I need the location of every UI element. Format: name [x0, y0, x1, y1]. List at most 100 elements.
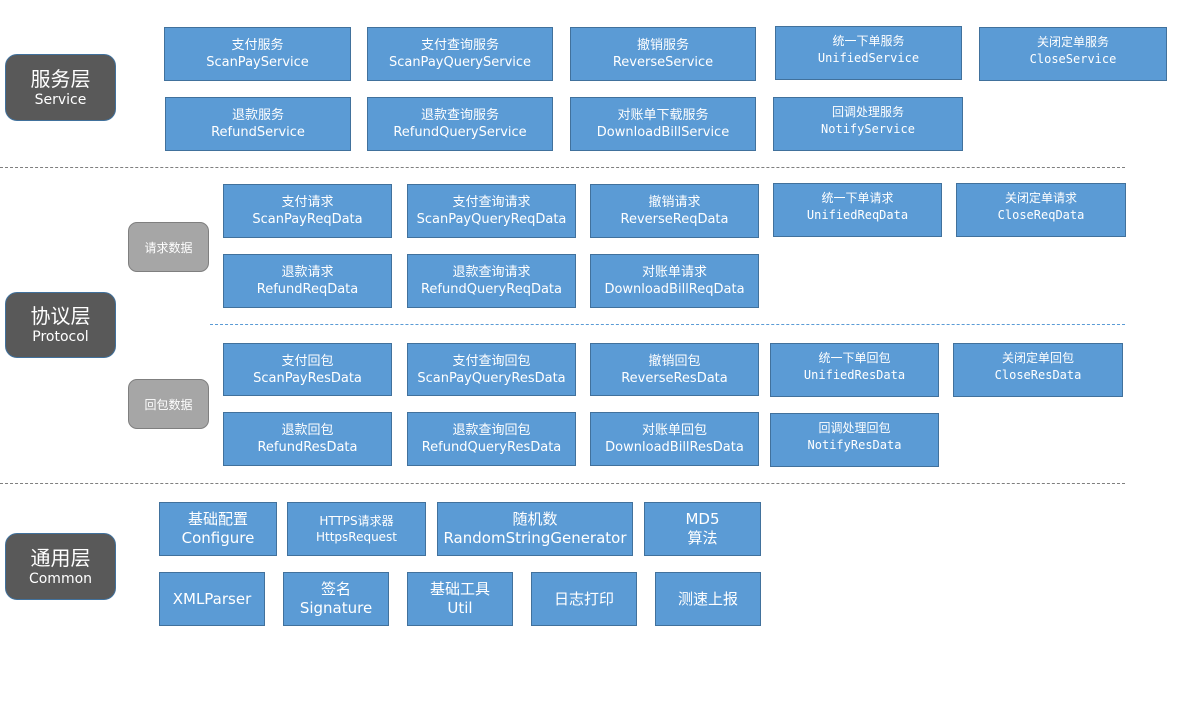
box-title: XMLParser: [172, 589, 252, 608]
request-box-unifiedreqdata: 统一下单请求 UnifiedReqData: [773, 183, 942, 237]
box-title: 关闭定单回包: [1001, 351, 1074, 365]
service-box-notifyservice: 回调处理服务 NotifyService: [773, 97, 963, 151]
box-title: 支付查询请求: [452, 195, 531, 210]
box-title: 测速上报: [677, 589, 738, 608]
box-subtitle: CloseResData: [994, 368, 1082, 382]
response-box-closeresdata: 关闭定单回包 CloseResData: [953, 343, 1123, 397]
layer-divider: [0, 167, 1125, 168]
box-subtitle: 算法: [687, 529, 718, 547]
group-request-data: 请求数据: [128, 222, 209, 272]
layer-subtitle: Protocol: [32, 329, 89, 345]
box-title: 退款服务: [231, 108, 284, 123]
common-box--: 日志打印: [531, 572, 637, 626]
box-title: 退款回包: [281, 423, 334, 438]
box-title: 随机数: [512, 510, 558, 528]
box-title: 退款查询服务: [420, 108, 499, 123]
box-title: 关闭定单请求: [1004, 191, 1077, 205]
group-divider: [210, 324, 1125, 325]
box-subtitle: NotifyResData: [807, 438, 902, 452]
box-subtitle: HttpsRequest: [315, 530, 398, 544]
box-title: 支付回包: [281, 353, 334, 369]
box-title: 对账单回包: [641, 423, 707, 438]
request-box-closereqdata: 关闭定单请求 CloseReqData: [956, 183, 1126, 237]
box-title: 关闭定单服务: [1036, 35, 1109, 49]
layer-common: 通用层 Common: [5, 533, 116, 600]
box-subtitle: UnifiedService: [817, 51, 920, 65]
layer-title: 通用层: [30, 545, 91, 570]
box-subtitle: ScanPayQueryResData: [417, 370, 566, 386]
request-box-reversereqdata: 撤销请求 ReverseReqData: [590, 184, 759, 238]
box-title: 退款查询回包: [452, 423, 531, 438]
box-subtitle: CloseService: [1029, 52, 1117, 66]
box-subtitle: NotifyService: [821, 122, 915, 136]
box-subtitle: Util: [447, 599, 473, 617]
box-subtitle: RefundReqData: [256, 282, 359, 297]
box-subtitle: UnifiedResData: [803, 368, 906, 382]
service-box-closeservice: 关闭定单服务 CloseService: [979, 27, 1167, 81]
service-box-downloadbillservice: 对账单下载服务 DownloadBillService: [570, 97, 756, 151]
box-subtitle: CloseReqData: [997, 208, 1085, 222]
box-subtitle: RefundQueryReqData: [420, 282, 562, 297]
box-title: 支付请求: [281, 195, 334, 210]
box-subtitle: ReverseResData: [621, 370, 728, 386]
box-title: 撤销服务: [636, 38, 689, 53]
box-title: 统一下单请求: [821, 191, 894, 205]
box-title: 统一下单服务: [832, 34, 905, 48]
box-title: 撤销回包: [648, 353, 701, 369]
box-subtitle: UnifiedReqData: [806, 208, 909, 222]
box-subtitle: RefundQueryService: [393, 125, 527, 140]
box-title: 基础配置: [187, 510, 248, 528]
box-title: 回调处理回包: [818, 421, 891, 435]
box-subtitle: RandomStringGenerator: [443, 529, 627, 547]
request-box-scanpayqueryreqdata: 支付查询请求 ScanPayQueryReqData: [407, 184, 576, 238]
box-subtitle: ScanPayService: [206, 55, 309, 70]
box-title: 统一下单回包: [818, 351, 891, 365]
service-box-reverseservice: 撤销服务 ReverseService: [570, 27, 756, 81]
request-box-scanpayreqdata: 支付请求 ScanPayReqData: [223, 184, 392, 238]
response-box-refundqueryresdata: 退款查询回包 RefundQueryResData: [407, 412, 576, 466]
box-subtitle: ReverseReqData: [620, 212, 729, 227]
box-title: 日志打印: [553, 589, 614, 608]
layer-divider: [0, 483, 1125, 484]
common-box-httpsrequest: HTTPS请求器 HttpsRequest: [287, 502, 426, 556]
layer-title: 协议层: [30, 304, 91, 328]
response-box-unifiedresdata: 统一下单回包 UnifiedResData: [770, 343, 939, 397]
layer-subtitle: Common: [28, 570, 93, 587]
box-title: 签名: [320, 580, 351, 598]
box-title: 对账单下载服务: [617, 108, 709, 123]
group-response-data: 回包数据: [128, 379, 209, 429]
box-title: 支付服务: [231, 38, 284, 53]
box-title: 撤销请求: [648, 195, 701, 210]
service-box-unifiedservice: 统一下单服务 UnifiedService: [775, 26, 962, 80]
box-subtitle: DownloadBillService: [596, 125, 730, 140]
box-subtitle: DownloadBillReqData: [604, 282, 745, 297]
response-box-notifyresdata: 回调处理回包 NotifyResData: [770, 413, 939, 467]
box-title: HTTPS请求器: [319, 514, 394, 528]
box-title: 对账单请求: [641, 265, 707, 280]
box-subtitle: Configure: [181, 529, 255, 547]
box-title: 回调处理服务: [831, 105, 904, 119]
request-box-downloadbillreqdata: 对账单请求 DownloadBillReqData: [590, 254, 759, 308]
box-title: 支付查询服务: [420, 38, 499, 53]
box-subtitle: RefundQueryResData: [421, 440, 562, 455]
box-subtitle: ScanPayResData: [253, 370, 362, 386]
box-title: 退款查询请求: [452, 265, 531, 280]
box-subtitle: RefundResData: [257, 440, 358, 455]
common-box--: 测速上报: [655, 572, 761, 626]
layer-protocol: 协议层 Protocol: [5, 292, 116, 358]
box-subtitle: ScanPayQueryReqData: [416, 212, 567, 227]
common-box-xmlparser: XMLParser: [159, 572, 265, 626]
box-subtitle: ReverseService: [612, 55, 714, 70]
box-title: 支付查询回包: [452, 353, 531, 369]
box-subtitle: ScanPayReqData: [252, 212, 363, 227]
